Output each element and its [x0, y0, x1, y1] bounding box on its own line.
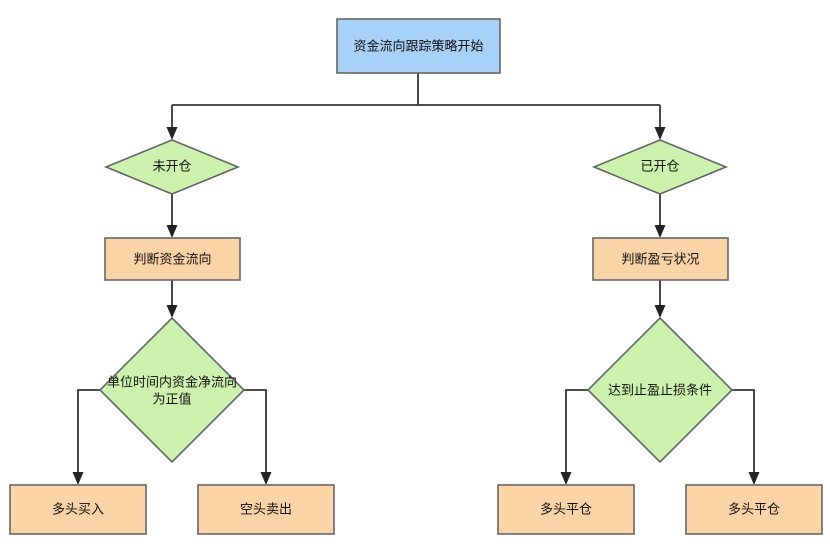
- arrowhead-to-close-long-left: [560, 472, 572, 485]
- edge-stop-condition-to-close-long-right: [732, 389, 760, 485]
- node-action-close-long-left[interactable]: 多头平仓: [497, 484, 635, 535]
- node-decision-has-position[interactable]: 已开仓: [591, 139, 729, 195]
- has-position-node-shape: [591, 139, 729, 195]
- node-process-judge-flow[interactable]: 判断资金流向: [104, 237, 241, 281]
- close-long-left-node-label: 多头平仓: [540, 502, 592, 518]
- node-action-long-buy[interactable]: 多头买入: [9, 484, 147, 535]
- edge-net-inflow-to-long-buy: [72, 389, 100, 485]
- close-long-right-node-label: 多头平仓: [728, 502, 780, 518]
- edge-judge-pnl-to-stop-condition: [654, 280, 666, 318]
- no-position-node-shape: [103, 139, 241, 195]
- node-decision-stop-condition[interactable]: 达到止盈止损条件: [586, 316, 734, 464]
- arrowhead-to-judge-flow: [166, 225, 178, 238]
- edge-segment-stop-condition-left: [565, 389, 588, 474]
- edge-stop-condition-to-close-long-left: [560, 389, 588, 485]
- net-inflow-node-shape: [98, 316, 246, 464]
- edge-segment-stop-condition-right: [732, 389, 755, 474]
- arrowhead-to-net-inflow: [166, 305, 178, 318]
- edge-has-position-to-judge-pnl: [654, 194, 666, 238]
- node-action-close-long-right[interactable]: 多头平仓: [685, 484, 823, 535]
- edge-judge-flow-to-net-inflow: [166, 280, 178, 318]
- arrowhead-to-close-long-right: [748, 472, 760, 485]
- no-position-node-label: 未开仓: [152, 160, 191, 175]
- edge-segment-net-inflow-left: [77, 389, 100, 474]
- node-action-short-sell[interactable]: 空头卖出: [197, 484, 335, 535]
- start-node-shape: [336, 18, 501, 74]
- arrowhead-to-stop-condition: [654, 305, 666, 318]
- has-position-node-label: 已开仓: [640, 160, 679, 175]
- judge-flow-node-label: 判断资金流向: [133, 252, 211, 268]
- node-start[interactable]: 资金流向跟踪策略开始: [336, 18, 501, 74]
- judge-flow-node-shape: [104, 237, 241, 281]
- net-inflow-node-label-line1: 单位时间内资金净流向: [107, 375, 237, 391]
- arrowhead-to-short-sell: [260, 472, 272, 485]
- long-buy-node-shape: [9, 484, 147, 535]
- short-sell-node-shape: [197, 484, 335, 535]
- short-sell-node-label: 空头卖出: [240, 503, 292, 518]
- arrowhead-to-judge-pnl: [654, 225, 666, 238]
- node-process-judge-pnl[interactable]: 判断盈亏状况: [592, 237, 729, 281]
- stop-condition-node-label: 达到止盈止损条件: [608, 383, 712, 399]
- arrowhead-to-long-buy: [72, 472, 84, 485]
- node-decision-no-position[interactable]: 未开仓: [103, 139, 241, 195]
- start-node-label: 资金流向跟踪策略开始: [353, 39, 483, 55]
- arrowhead-to-has-position: [654, 127, 666, 140]
- close-long-left-node-shape: [497, 484, 635, 535]
- close-long-right-node-shape: [685, 484, 823, 535]
- edge-net-inflow-to-short-sell: [244, 389, 272, 485]
- arrowhead-to-no-position: [166, 127, 178, 140]
- node-decision-net-inflow[interactable]: 单位时间内资金净流向 为正值: [98, 316, 246, 464]
- net-inflow-node-label-line2: 为正值: [152, 392, 191, 408]
- long-buy-node-label: 多头买入: [52, 502, 104, 518]
- edge-segment-net-inflow-right: [244, 389, 267, 474]
- edge-no-position-to-judge-flow: [166, 194, 178, 238]
- judge-pnl-node-label: 判断盈亏状况: [621, 253, 699, 268]
- stop-condition-node-shape: [586, 316, 734, 464]
- edge-start-to-branch: [166, 73, 666, 140]
- judge-pnl-node-shape: [592, 237, 729, 281]
